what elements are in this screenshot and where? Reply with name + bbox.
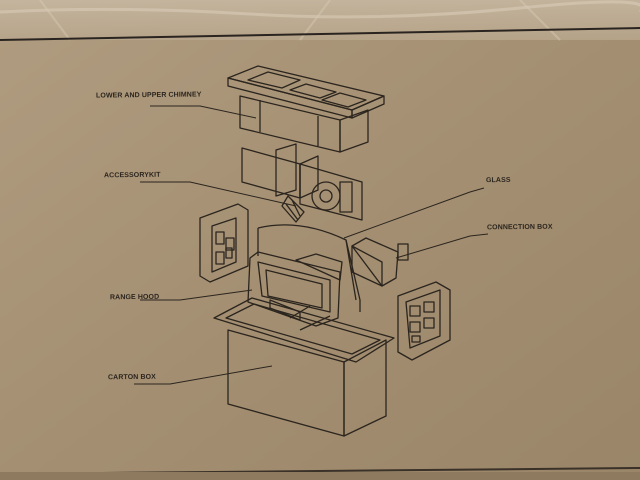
label-glass: GLASS (485, 176, 511, 185)
leader-line-range-hood (140, 289, 253, 301)
label-connection-box: CONNECTION BOX (486, 223, 553, 232)
accessory-block (241, 143, 363, 221)
connection-box (351, 237, 409, 287)
leader-line-chimney (150, 105, 257, 119)
chimney-top-tray (227, 65, 385, 119)
leader-line-connection (395, 233, 489, 259)
carton-box (213, 297, 395, 437)
label-carton-box: CARTON BOX (107, 373, 156, 382)
range-hood (247, 251, 343, 327)
carton-floor (0, 472, 640, 480)
chimney-sleeve (239, 95, 369, 153)
leader-line-carton (134, 365, 273, 385)
accessory-fan (281, 195, 305, 223)
right-foam-insert (397, 281, 451, 361)
label-accessory-kit: ACCESSORYKIT (103, 171, 161, 180)
glass-panel (257, 224, 361, 312)
label-chimney: LOWER AND UPPER CHIMNEY (95, 91, 202, 100)
leader-line-glass (343, 187, 485, 239)
carton-edge-top (0, 27, 640, 41)
label-range-hood: RANGE HOOD (109, 293, 160, 302)
left-foam-insert (199, 203, 249, 283)
tape-crease (0, 0, 640, 19)
leader-line-accessory (140, 181, 297, 207)
